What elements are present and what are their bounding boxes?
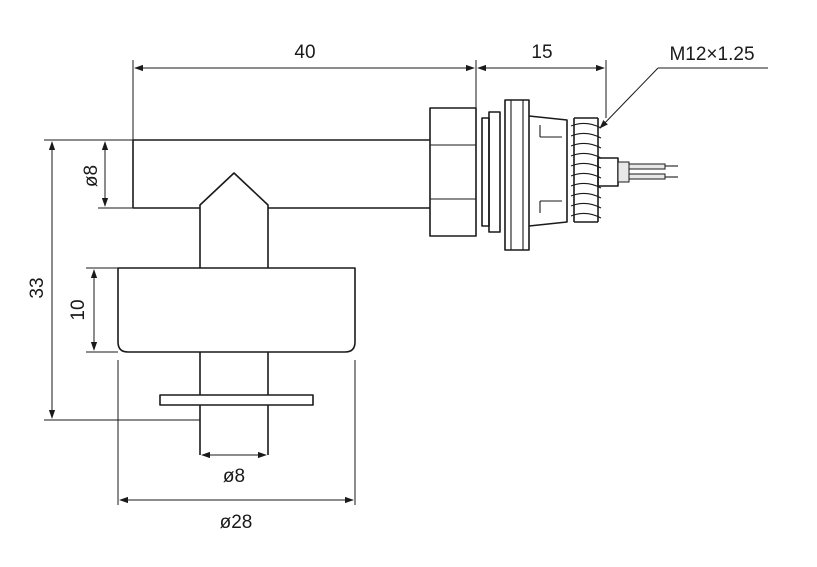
dimension-thread-length: 15 — [477, 42, 607, 118]
washers — [481, 111, 501, 233]
dimension-float-diameter: ø28 — [117, 360, 356, 533]
thread-spec-label: M12×1.25 — [669, 44, 754, 65]
dimension-label-thread-length: 15 — [531, 42, 552, 63]
dimension-label-overall-height: 33 — [27, 277, 48, 298]
dimension-stem-length: 40 — [132, 42, 477, 140]
dimension-label-stem-diameter: ø8 — [81, 165, 102, 187]
dimension-label-float-height: 10 — [68, 299, 89, 320]
dimension-label-float-diameter: ø28 — [220, 512, 253, 533]
retaining-clip — [159, 394, 314, 406]
float-body — [117, 267, 356, 353]
dimension-label-stem-length: 40 — [294, 42, 315, 63]
dimension-inner-diameter: ø8 — [201, 451, 267, 487]
vertical-stem — [199, 172, 269, 455]
horizontal-stem — [132, 139, 430, 209]
thread-callout: M12×1.25 — [599, 44, 768, 129]
threaded-section — [570, 117, 602, 223]
dimension-overall-height: 33 — [27, 139, 200, 421]
mounting-body — [504, 99, 568, 251]
dimension-float-height: 10 — [68, 267, 118, 353]
dimension-label-inner-diameter: ø8 — [223, 466, 245, 487]
hex-nut — [429, 107, 477, 237]
connector — [597, 157, 678, 187]
dimension-stem-diameter: ø8 — [81, 139, 133, 209]
